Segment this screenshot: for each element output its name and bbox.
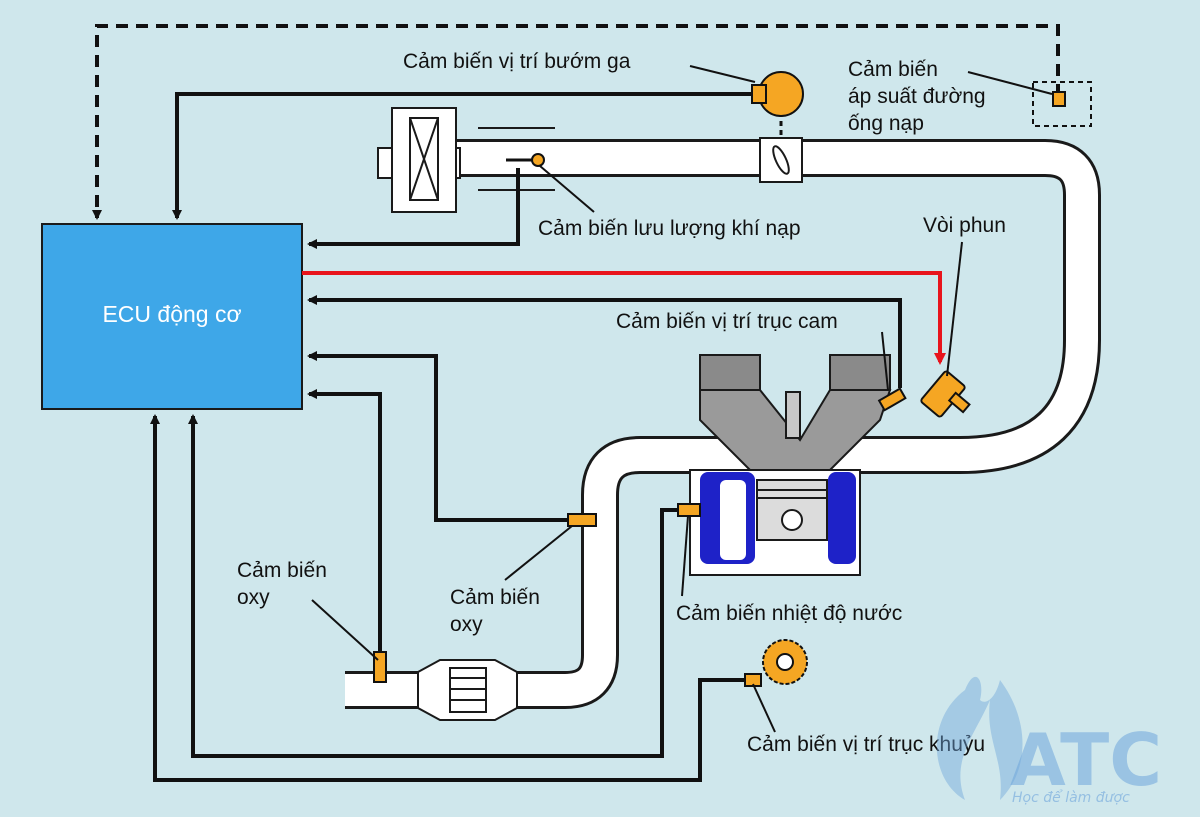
label-throttle-position: Cảm biến vị trí bướm ga xyxy=(403,50,631,73)
label-oxy-left-line2: oxy xyxy=(237,586,270,609)
wire-cam-position xyxy=(307,295,902,388)
oxy-mid-sensor-icon xyxy=(567,513,597,527)
wire-air-flow xyxy=(307,168,520,249)
oxy-left-sensor-icon xyxy=(373,651,387,683)
cam-sensor-icon xyxy=(877,387,907,412)
wire-oxy-left xyxy=(307,389,382,652)
flame-icon xyxy=(936,676,1023,800)
ecu-label: ECU động cơ xyxy=(102,301,241,327)
map-sensor-icon xyxy=(1052,91,1066,107)
spark-plug xyxy=(785,391,801,439)
label-crank-position: Cảm biến vị trí trục khuỷu xyxy=(747,733,985,756)
label-oxy-mid-line2: oxy xyxy=(450,613,483,636)
wire-oxy-mid xyxy=(307,351,568,522)
wire-injector xyxy=(302,271,946,365)
coolant-sensor-icon xyxy=(677,503,701,517)
throttle-plate xyxy=(772,145,790,175)
engine-block xyxy=(689,354,892,576)
wire-map-sensor xyxy=(92,24,1060,220)
label-air-flow: Cảm biến lưu lượng khí nạp xyxy=(538,217,801,240)
label-map-line2: áp suất đường xyxy=(848,85,986,108)
label-cam-position: Cảm biến vị trí trục cam xyxy=(616,310,838,333)
wire-crank-position xyxy=(150,414,748,782)
label-map-line1: Cảm biến xyxy=(848,58,938,81)
label-injector: Vòi phun xyxy=(923,214,1006,237)
crank-gear-icon xyxy=(744,639,808,687)
injector-icon xyxy=(920,370,971,418)
logo-text: ATC xyxy=(1010,718,1162,802)
label-coolant-temp: Cảm biến nhiệt độ nước xyxy=(676,602,902,625)
logo-tagline: Học để làm được xyxy=(1012,789,1130,806)
label-oxy-mid-line1: Cảm biến xyxy=(450,586,540,609)
label-oxy-left-line1: Cảm biến xyxy=(237,559,327,582)
label-map-line3: ống nạp xyxy=(848,112,924,135)
wire-throttle-position xyxy=(172,92,755,220)
coolant-jacket-right xyxy=(828,472,856,564)
ecu-box xyxy=(41,223,303,410)
wire-coolant-temp xyxy=(188,414,680,758)
air-flow-sensor-icon xyxy=(506,153,545,167)
atc-logo: ATC Học để làm được xyxy=(936,676,1162,806)
